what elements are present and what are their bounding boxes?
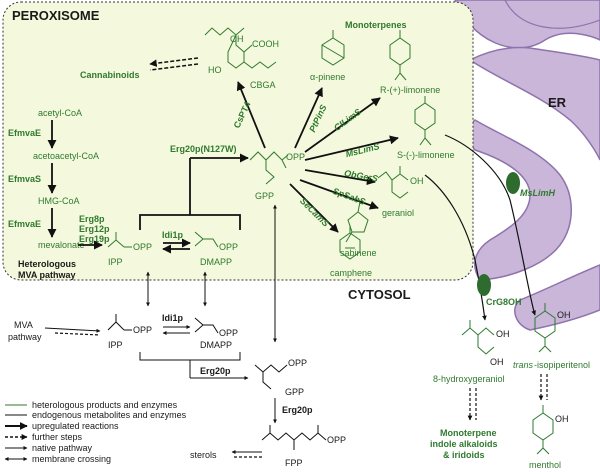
final-product-1: Monoterpene xyxy=(440,428,497,438)
isopiperitenol-prefix: trans xyxy=(513,360,534,370)
hydroxygeraniol-oh-2: OH xyxy=(490,357,504,367)
pathway-label-1: Heterologous xyxy=(18,259,76,269)
peroxisome-label: PEROXISOME xyxy=(12,8,100,23)
mevalonate: mevalonate xyxy=(38,240,85,250)
legend-item-native: native pathway xyxy=(32,443,93,453)
erg8p: Erg8p xyxy=(79,214,105,224)
mva-enzyme-3: EfmvaE xyxy=(8,219,41,229)
product-geraniol: geraniol xyxy=(382,208,414,218)
legend-item-further: further steps xyxy=(32,432,83,442)
cytosol-mva-2: pathway xyxy=(8,332,42,342)
product-r-limonene: R-(+)-limonene xyxy=(380,85,440,95)
legend-item-membrane: membrane crossing xyxy=(32,454,111,464)
cytosol-native-pathway: MVA pathway OPP IPP Idi1p OPP DMAPP Erg2… xyxy=(8,313,346,468)
peroxisome-ipp-dmapp: OPP IPP OPP DMAPP Idi1p Erg20p(N127W) xyxy=(107,144,249,267)
cytosol-dmapp: DMAPP xyxy=(200,340,232,350)
menthol: menthol xyxy=(529,460,561,470)
ipp-opp: OPP xyxy=(133,242,152,252)
menthol-oh: OH xyxy=(555,414,569,424)
dmapp-label: DMAPP xyxy=(200,257,232,267)
cytosol-ipp-opp: OPP xyxy=(133,325,152,335)
product-s-limonene: S-(-)-limonene xyxy=(397,150,455,160)
crg8oh-enzyme xyxy=(477,274,491,296)
product-alpha-pinene: α-pinene xyxy=(310,72,345,82)
mva-enzyme-2: EfmvaS xyxy=(8,174,41,184)
legend: heterologous products and enzymes endoge… xyxy=(4,400,187,464)
peroxisome-compartment xyxy=(2,1,474,281)
gpp-opp: OPP xyxy=(286,152,305,162)
geraniol-oh: OH xyxy=(410,176,424,186)
er-label: ER xyxy=(548,95,567,110)
cytosol-label: CYTOSOL xyxy=(348,287,411,302)
acetyl-coa: acetyl-CoA xyxy=(38,108,82,118)
hydroxygeraniol: 8-hydroxygeraniol xyxy=(433,374,505,384)
monoterpenes-heading: Monoterpenes xyxy=(345,20,407,30)
mva-enzyme-1: EfmvaE xyxy=(8,128,41,138)
hydroxygeraniol-oh-1: OH xyxy=(496,329,510,339)
cbga-ho: HO xyxy=(208,65,222,75)
cytosol-erg20p-2: Erg20p xyxy=(282,405,313,415)
cytosol-fpp-opp: OPP xyxy=(327,435,346,445)
mslimh-label: MsLimH xyxy=(520,188,556,198)
cytosol-ipp: IPP xyxy=(108,340,123,350)
cbga-label: CBGA xyxy=(250,80,276,90)
final-product-3: & iridoids xyxy=(443,450,485,460)
erg20p-n127w: Erg20p(N127W) xyxy=(170,144,237,154)
peroxisome-gpp: OPP GPP xyxy=(249,151,305,201)
cytosol-erg20p-1: Erg20p xyxy=(200,366,231,376)
cytosol-gpp-opp: OPP xyxy=(288,358,307,368)
sterols: sterols xyxy=(190,450,217,460)
legend-item-heterologous: heterologous products and enzymes xyxy=(32,400,178,410)
cbga-oh: OH xyxy=(230,34,244,44)
cannabinoids-label: Cannabinoids xyxy=(80,70,140,80)
gpp-label: GPP xyxy=(255,191,274,201)
legend-item-upregulated: upregulated reactions xyxy=(32,421,119,431)
mslimh-enzyme xyxy=(506,172,520,194)
cytosol-dmapp-opp: OPP xyxy=(219,328,238,338)
product-camphene: camphene xyxy=(330,268,372,278)
dmapp-opp: OPP xyxy=(219,242,238,252)
crg8oh-label: CrG8OH xyxy=(486,297,522,307)
cytosol-fpp: FPP xyxy=(285,458,303,468)
cytosol-mva-1: MVA xyxy=(14,320,33,330)
hmg-coa: HMG-CoA xyxy=(38,196,80,206)
acetoacetyl-coa: acetoacetyl-CoA xyxy=(33,151,99,161)
isopiperitenol-oh: OH xyxy=(557,310,571,320)
final-product-2: indole alkaloids xyxy=(430,439,498,449)
ipp-label: IPP xyxy=(108,257,123,267)
erg12p: Erg12p xyxy=(79,224,110,234)
erg19p: Erg19p xyxy=(79,234,110,244)
cbga-cooh: COOH xyxy=(252,39,279,49)
heterologous-mva-pathway: acetyl-CoA acetoacetyl-CoA HMG-CoA meval… xyxy=(8,108,110,280)
er-membrane xyxy=(454,0,600,331)
isopiperitenol-name: -isopiperitenol xyxy=(534,360,590,370)
er-branch: MsLimH CrG8OH OH OH 8-hydroxygeraniol Mo… xyxy=(424,134,590,470)
pathway-label-2: MVA pathway xyxy=(18,270,76,280)
idi1p-peroxisome: Idi1p xyxy=(162,230,184,240)
legend-item-endogenous: endogenous metabolites and enzymes xyxy=(32,410,187,420)
cytosol-idi1p: Idi1p xyxy=(162,313,184,323)
cytosol-gpp: GPP xyxy=(285,387,304,397)
